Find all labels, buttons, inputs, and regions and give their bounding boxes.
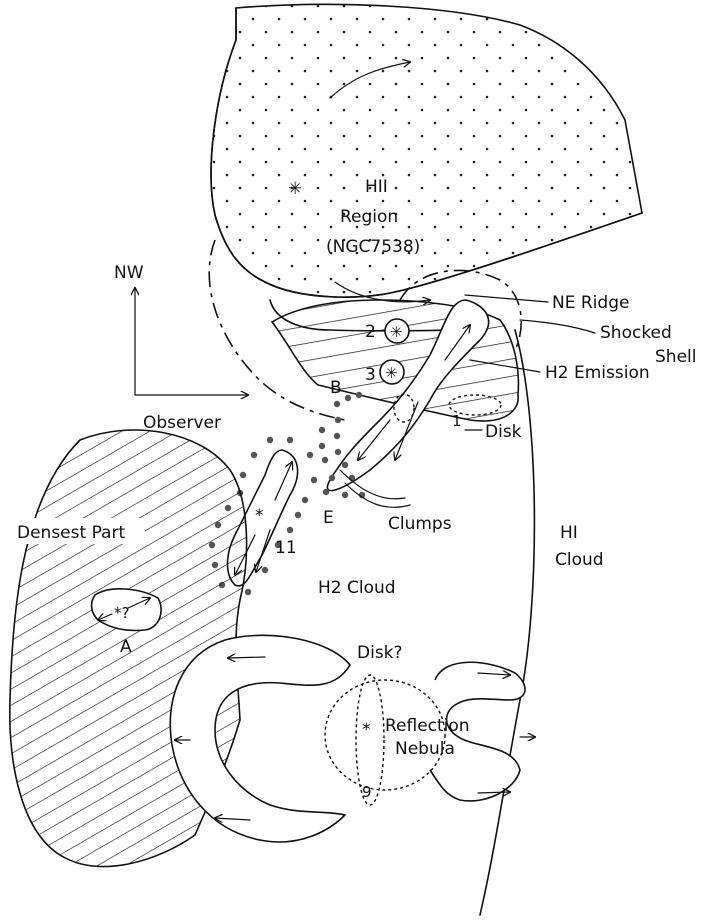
densest-part-label: Densest Part: [17, 523, 125, 543]
source-a-mark: *?: [114, 604, 129, 622]
disk-question-label: Disk?: [357, 643, 403, 663]
source-e-label: E: [323, 508, 334, 528]
shocked-shell-leader: [520, 320, 595, 333]
hii-label-line1: HII: [365, 177, 388, 197]
source-1-label: 1: [452, 412, 462, 430]
hii-label-line2: Region: [340, 207, 398, 227]
clumps-label: Clumps: [388, 514, 452, 534]
source-a-label: A: [120, 637, 132, 657]
irs11-star: *: [255, 506, 264, 526]
hi-label-line2: Cloud: [555, 550, 604, 570]
shocked-label-line2: Shell: [655, 347, 696, 367]
reflection-star: *: [362, 720, 371, 740]
hii-label-line3: (NGC7538): [326, 237, 420, 257]
h2-emission-label: H2 Emission: [545, 363, 650, 383]
disk-label: Disk: [485, 422, 522, 442]
source-2-label: 2: [365, 322, 376, 342]
hi-label-line1: HI: [560, 523, 578, 543]
hii-region: [211, 4, 642, 297]
source-11-label: 11: [275, 538, 297, 558]
source-9-label: 9: [362, 783, 372, 801]
ne-ridge-leader: [465, 295, 548, 302]
source-b-label: B: [330, 378, 342, 398]
shocked-label-line1: Shocked: [600, 323, 672, 343]
observer-label: Observer: [143, 413, 221, 433]
hii-star: ✳: [288, 179, 302, 199]
source-3-label: 3: [365, 365, 376, 385]
reflection-label-line1: Reflection: [385, 716, 470, 736]
source-2-star: ✳: [390, 323, 403, 341]
ne-ridge-label: NE Ridge: [552, 293, 629, 313]
source-3-star: ✳: [385, 364, 398, 382]
nw-label: NW: [114, 263, 144, 283]
reflection-label-line2: Nebula: [395, 739, 455, 759]
h2-cloud-label: H2 Cloud: [318, 578, 396, 598]
